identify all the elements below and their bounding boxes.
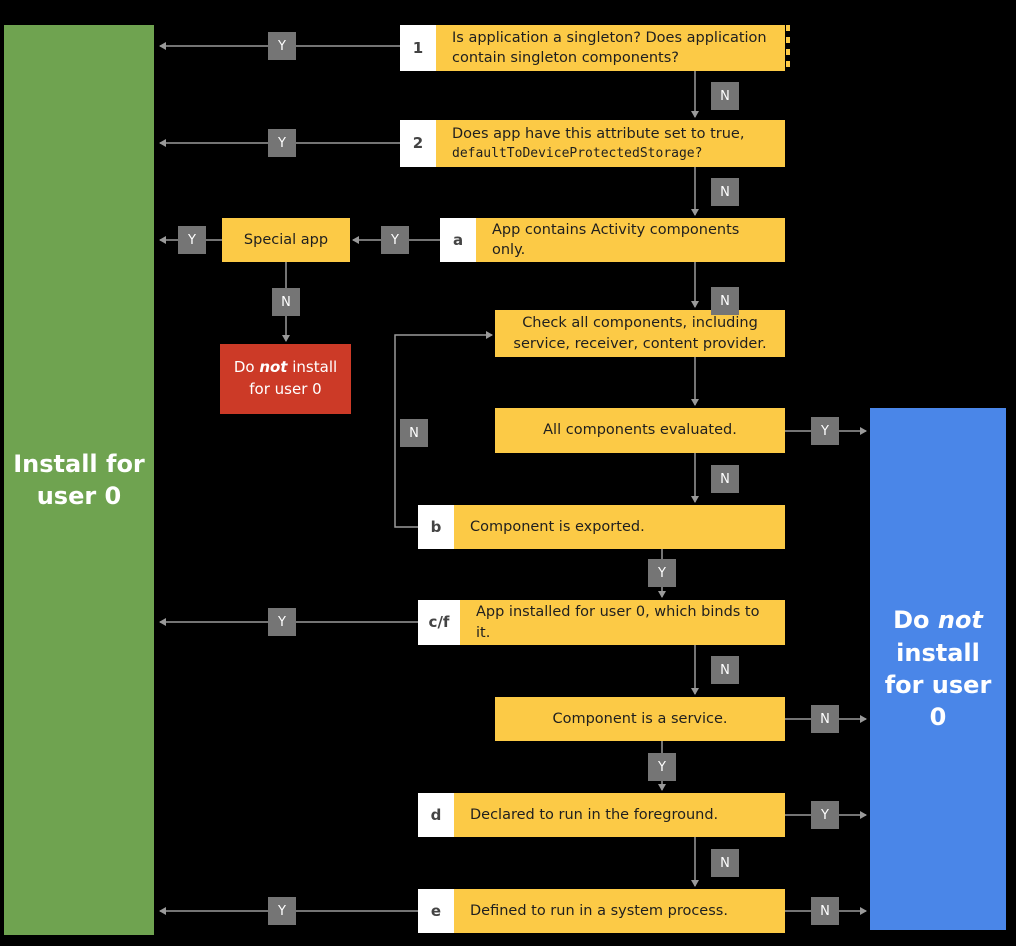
- edge-label-service-yes: Y: [648, 753, 676, 781]
- node-qb-text: Component is exported.: [470, 518, 645, 535]
- do-not-install-emph: not: [937, 606, 983, 635]
- edge-label-qcf-no: N: [711, 656, 739, 684]
- edge-label-qa-yes: Y: [381, 226, 409, 254]
- do-not-install-post: install for user 0: [884, 638, 992, 732]
- edge-label-q2-yes: Y: [268, 129, 296, 157]
- node-do-not-install-text: Do not install for user 0: [230, 357, 341, 401]
- edge-label-q1-no: N: [711, 82, 739, 110]
- node-qcf-text: App installed for user 0, which binds to…: [476, 604, 760, 641]
- node-all-components-evaluated: All components evaluated.: [495, 408, 785, 453]
- node-qd: d Declared to run in the foreground.: [418, 793, 785, 837]
- node-q1-text: Is application a singleton? Does applica…: [452, 29, 767, 66]
- node-qe-label: e: [418, 889, 454, 933]
- edge-label-qcf-yes: Y: [268, 608, 296, 636]
- node-q2-text: Does app have this attribute set to true…: [436, 124, 756, 162]
- node-q1-dashed-edge: [786, 25, 790, 71]
- edge-label-special-no: N: [272, 288, 300, 316]
- edge-label-qe-yes: Y: [268, 897, 296, 925]
- edge-qb-no-loop-line: [394, 331, 493, 528]
- edge-label-qb-yes: Y: [648, 559, 676, 587]
- node-component-is-service: Component is a service.: [495, 697, 785, 741]
- edge-label-loop-no: N: [400, 419, 428, 447]
- edge-label-special-yes: Y: [178, 226, 206, 254]
- node-qe: e Defined to run in a system process.: [418, 889, 785, 933]
- node-qb-label: b: [418, 505, 454, 549]
- node-is-service-text: Component is a service.: [552, 710, 728, 727]
- node-q2: 2 Does app have this attribute set to tr…: [400, 120, 785, 167]
- node-q2-code: defaultToDeviceProtectedStorage?: [452, 145, 703, 161]
- node-q1: 1 Is application a singleton? Does appli…: [400, 25, 785, 71]
- edge-label-eval-no: N: [711, 465, 739, 493]
- edge-label-qa-no: N: [711, 287, 739, 315]
- node-qe-text: Defined to run in a system process.: [470, 902, 728, 919]
- node-qd-text: Declared to run in the foreground.: [470, 806, 719, 823]
- red-pre: Do: [233, 358, 260, 377]
- edge-label-qe-no: N: [811, 897, 839, 925]
- terminal-install-label: Install for user 0: [13, 449, 145, 510]
- node-qa: a App contains Activity components only.: [440, 218, 785, 262]
- edge-label-q1-yes: Y: [268, 32, 296, 60]
- node-special-app: Special app: [222, 218, 350, 262]
- node-check-all-text: Check all components, including service,…: [513, 315, 767, 352]
- node-qa-text: App contains Activity components only.: [492, 221, 740, 258]
- node-q2-label: 2: [400, 120, 436, 167]
- terminal-do-not-install: Do not install for user 0: [870, 408, 1006, 930]
- terminal-do-not-install-label: Do not install for user 0: [876, 604, 1000, 734]
- edge-label-eval-yes: Y: [811, 417, 839, 445]
- node-qb: b Component is exported.: [418, 505, 785, 549]
- node-qd-label: d: [418, 793, 454, 837]
- terminal-install-for-user0: Install for user 0: [4, 25, 154, 935]
- edge-label-service-no: N: [811, 705, 839, 733]
- node-q2-text-line: Does app have this attribute set to true…: [452, 126, 745, 143]
- do-not-install-pre: Do: [893, 606, 938, 635]
- node-all-evaluated-text: All components evaluated.: [543, 422, 737, 439]
- edge-label-qd-no: N: [711, 849, 739, 877]
- node-qa-label: a: [440, 218, 476, 262]
- node-qcf-label: c/f: [418, 600, 460, 645]
- red-emph: not: [259, 358, 288, 377]
- red-post: install for user 0: [249, 358, 338, 398]
- edge-label-q2-no: N: [711, 178, 739, 206]
- node-special-app-text: Special app: [243, 231, 329, 248]
- node-qcf: c/f App installed for user 0, which bind…: [418, 600, 785, 645]
- node-q1-label: 1: [400, 25, 436, 71]
- node-check-all-components: Check all components, including service,…: [495, 310, 785, 357]
- node-do-not-install-user0: Do not install for user 0: [220, 344, 351, 414]
- edge-label-qd-yes: Y: [811, 801, 839, 829]
